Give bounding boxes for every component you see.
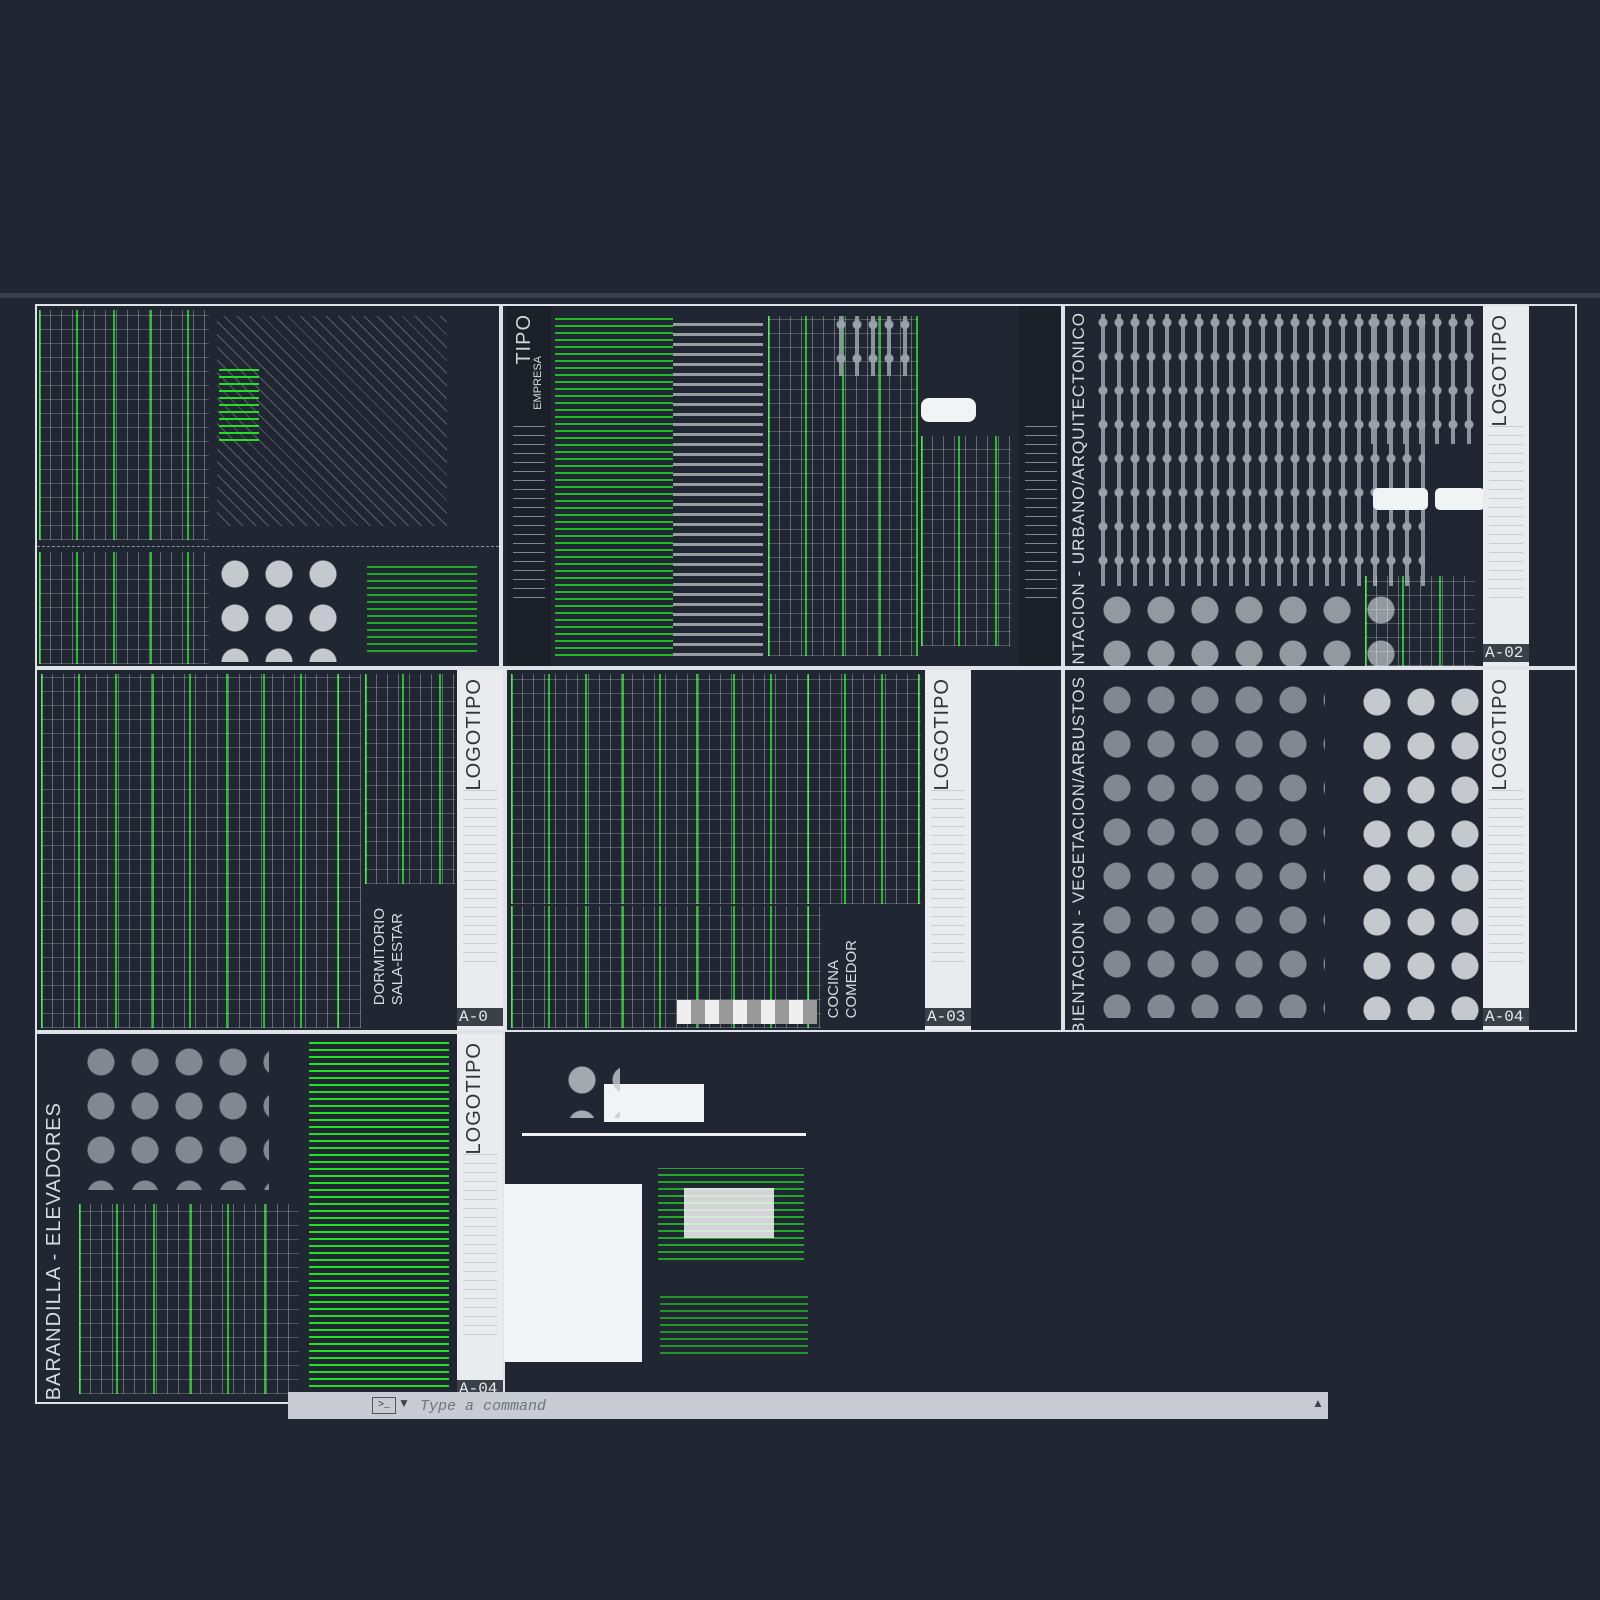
vehicle-block: [1435, 488, 1485, 510]
title-block: [1019, 306, 1061, 666]
title-block-lines: [1489, 790, 1523, 970]
stairs-blocks: [367, 562, 477, 652]
logo-label: LOGOTIPO: [463, 678, 485, 791]
sheet-a01-symbols[interactable]: TIPO EMPRESA: [501, 304, 1063, 668]
sheet-a01-furniture[interactable]: [35, 304, 501, 668]
title-block-lines: [931, 790, 965, 970]
house-elevation: [604, 1084, 704, 1122]
title-block: TIPO EMPRESA: [507, 306, 551, 666]
title-block: LOGOTIPO A-02: [1483, 306, 1529, 666]
sheet-a02[interactable]: AMBIENTACION - URBANO/ARQUITECTONICO LOG…: [1063, 304, 1577, 668]
scale-bars: [309, 1040, 449, 1394]
tree-elevations: [1095, 678, 1325, 1018]
command-prompt-icon[interactable]: >_: [372, 1397, 396, 1414]
title-block: LOGOTIPO A-04: [1483, 670, 1529, 1030]
sheet-code: A-0: [457, 1008, 503, 1026]
chevron-up-icon[interactable]: ▲: [1312, 1396, 1324, 1410]
room-label-dormitorio: DORMITORIO SALA-ESTAR: [371, 908, 407, 1005]
sheet-title: AMBIENTACION - VEGETACION/ARBUSTOS: [1069, 676, 1088, 1032]
title-block-lines: [1489, 426, 1523, 606]
car-block: [921, 398, 976, 422]
title-block: LOGOTIPO A-03: [925, 670, 971, 1030]
sheet-code: A-02: [1483, 644, 1529, 662]
furniture-blocks: [39, 310, 209, 540]
elevator-blocks: [79, 1204, 299, 1394]
tree-elevation: [560, 1058, 620, 1118]
room-label-line2: SALA-ESTAR: [389, 912, 406, 1006]
material-swatches: [677, 1000, 817, 1024]
room-label-line2: COMEDOR: [843, 940, 860, 1019]
room-label-line1: DORMITORIO: [371, 908, 388, 1006]
floor-plan-interior: [684, 1188, 774, 1238]
room-label-line1: COCINA: [825, 960, 842, 1019]
logo-label: LOGOTIPO: [931, 678, 953, 791]
viewport-top-border: [0, 293, 1600, 298]
section-drawing: [660, 1296, 808, 1354]
title-block-lines: [463, 790, 497, 970]
sheet-thumbnail: [504, 1184, 642, 1362]
dining-blocks: [511, 674, 921, 904]
sheet-title: AMBIENTACION - URBANO/ARQUITECTONICO: [1069, 312, 1088, 668]
vehicle-block: [1373, 488, 1428, 510]
vegetation-blocks: [213, 552, 343, 662]
title-block: LOGOTIPO A-0: [457, 670, 503, 1030]
title-block-lines: [513, 426, 545, 606]
vegetation-blocks: [79, 1040, 269, 1190]
divider: [37, 546, 499, 548]
line-types: [555, 316, 673, 656]
furniture-elevations: [39, 552, 209, 664]
company-label: EMPRESA: [532, 356, 544, 410]
dropdown-arrow-icon[interactable]: ▼: [398, 1396, 410, 1410]
sheet-a05[interactable]: BARANDILLA - ELEVADORES LOGOTIPO A-04: [35, 1032, 505, 1404]
ground-line: [522, 1133, 806, 1136]
bicycle-blocks: [1365, 576, 1475, 666]
room-label-cocina: COCINA COMEDOR: [825, 940, 861, 1018]
sheet-a04[interactable]: AMBIENTACION - VEGETACION/ARBUSTOS LOGOT…: [1063, 668, 1577, 1032]
sheet-title: BARANDILLA - ELEVADORES: [43, 1102, 65, 1401]
title-block: LOGOTIPO A-04: [457, 1034, 503, 1402]
people-blocks: [833, 316, 913, 376]
title-block-lines: [463, 1154, 497, 1342]
sheet-code: A-03: [925, 1008, 971, 1026]
green-block-cluster: [219, 366, 259, 441]
logo-label: LOGOTIPO: [1489, 678, 1511, 791]
furniture-blocks: [365, 674, 455, 884]
command-input[interactable]: [418, 1393, 1302, 1419]
vehicle-people-blocks: [1365, 314, 1475, 444]
logo-label: LOGOTIPO: [463, 1042, 485, 1155]
sheet-a03-left[interactable]: DORMITORIO SALA-ESTAR LOGOTIPO A-0: [35, 668, 505, 1032]
title-block-lines: [1025, 426, 1057, 606]
logo-label: LOGOTIPO: [1489, 314, 1511, 427]
sheet-code: A-04: [1483, 1008, 1529, 1026]
hatch-patterns: [673, 316, 763, 656]
misc-blocks: [921, 436, 1011, 646]
tree-plans: [1355, 680, 1485, 1020]
furniture-blocks: [41, 674, 361, 1028]
sheet-a03[interactable]: COCINA COMEDOR LOGOTIPO A-03: [505, 668, 1063, 1032]
shrub-blocks: [1095, 588, 1395, 666]
